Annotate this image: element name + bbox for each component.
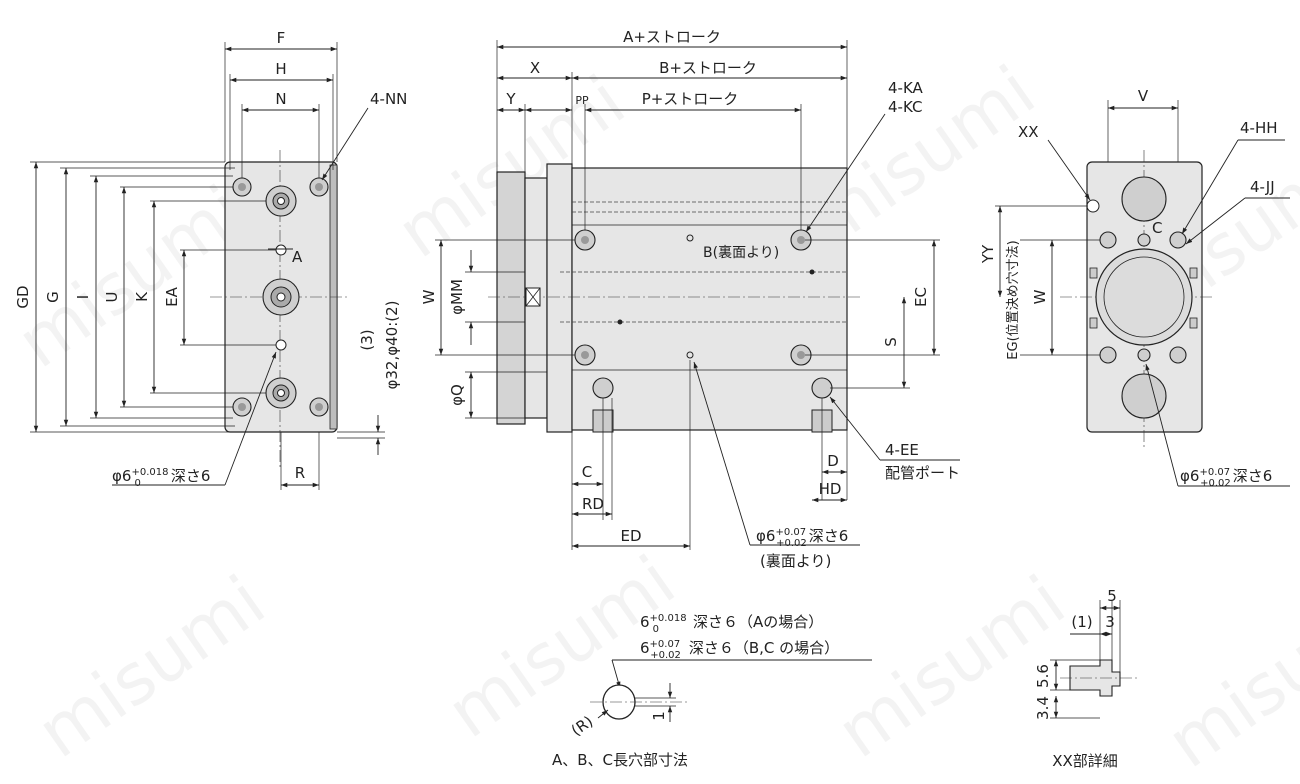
- label-XX: XX: [1018, 123, 1039, 141]
- rear-hole-1: [1099, 231, 1117, 249]
- xx-dim-3-4: 3.4: [1034, 696, 1052, 720]
- rear-hole-4: [1169, 346, 1187, 364]
- label-B-back: B(裏面より): [703, 244, 779, 261]
- dim-H: H: [275, 60, 286, 78]
- xx-dim-5-6: 5.6: [1034, 664, 1052, 688]
- dim-P-stroke: P+ストローク: [642, 90, 739, 108]
- rear-top-bore: [1121, 176, 1167, 222]
- xx-dim-3: 3: [1105, 613, 1115, 631]
- slot-dim-1: 1: [650, 711, 668, 721]
- dim-3: (3): [358, 329, 376, 350]
- side-port-2: [811, 377, 833, 399]
- dim-EC: EC: [912, 287, 930, 307]
- side-plate: [496, 171, 526, 425]
- svg-text:misumi: misumi: [23, 560, 280, 774]
- dim-HD: HD: [819, 480, 842, 498]
- dim-U: U: [103, 292, 121, 303]
- label-4HH: 4-HH: [1240, 119, 1278, 137]
- dim-B-stroke: B+ストローク: [659, 59, 757, 77]
- dim-W: W: [420, 289, 438, 304]
- dim-phi-note: φ32,φ40:(2): [383, 300, 401, 389]
- rear-bottom-bore: [1121, 373, 1167, 419]
- label-4JJ: 4-JJ: [1250, 178, 1275, 196]
- svg-text:misumi: misumi: [3, 170, 260, 384]
- dim-phi-MM: φMM: [448, 279, 466, 315]
- slot-caption: A、B、C長穴部寸法: [552, 751, 688, 769]
- dim-EA: EA: [163, 286, 181, 306]
- rear-piston: [1095, 248, 1193, 346]
- dim-EG: EG(位置決め穴寸法): [1006, 240, 1021, 359]
- dim-4NN: 4-NN: [370, 90, 407, 108]
- dim-F: F: [277, 29, 286, 47]
- dim-G: G: [44, 291, 62, 303]
- rear-hole-3: [1099, 346, 1117, 364]
- xx-detail: 5 (1) 3 5.6 3.4 XX部詳細: [1034, 587, 1140, 770]
- dim-ED: ED: [620, 527, 641, 545]
- dim-4KA: 4-KA: [888, 79, 924, 97]
- side-body: [571, 167, 848, 431]
- dim-K: K: [133, 291, 151, 302]
- label-port: 配管ポート: [885, 464, 960, 482]
- rear-hole-2: [1169, 231, 1187, 249]
- label-A: A: [292, 248, 303, 266]
- dim-X: X: [530, 59, 540, 77]
- dim-4KC: 4-KC: [888, 98, 922, 116]
- rear-pin-c2: [1137, 348, 1151, 362]
- side-hole-note-sub: (裏面より): [760, 552, 831, 570]
- dim-PP: PP: [575, 94, 589, 107]
- xx-caption: XX部詳細: [1052, 752, 1118, 770]
- slot-a: [275, 244, 287, 256]
- dim-C: C: [582, 463, 592, 481]
- slot-R: (R): [568, 712, 596, 739]
- dim-YY: YY: [979, 244, 997, 264]
- label-C-rear: C: [1152, 219, 1162, 237]
- slot-a-2: [275, 339, 287, 351]
- dim-phi-Q: φQ: [448, 384, 466, 406]
- dim-N: N: [275, 90, 286, 108]
- dim-GD: GD: [14, 285, 32, 308]
- xx-dim-5: 5: [1107, 587, 1117, 605]
- dim-S: S: [882, 337, 900, 347]
- dim-D: D: [827, 452, 839, 470]
- dim-I: I: [74, 295, 92, 299]
- rear-xx-point: [1086, 199, 1100, 213]
- rear-view: V XX 4-HH 4-JJ C YY W EG(位置決め穴寸法) φ6+0.0…: [979, 87, 1290, 489]
- rear-pin-c: [1137, 233, 1151, 247]
- dim-RD: RD: [582, 495, 604, 513]
- side-view: A+ストローク X B+ストローク Y PP P+ストローク 4-KA 4-KC…: [420, 28, 960, 570]
- svg-text:misumi: misumi: [1153, 570, 1300, 784]
- dim-Y: Y: [505, 90, 516, 108]
- dim-W-rear: W: [1031, 289, 1049, 304]
- label-4EE: 4-EE: [885, 441, 919, 459]
- side-guide: [546, 163, 573, 433]
- dim-V: V: [1138, 87, 1149, 105]
- dim-A-stroke: A+ストローク: [623, 28, 721, 46]
- xx-dim-1: (1): [1071, 613, 1092, 631]
- side-port-1: [592, 377, 614, 399]
- dim-R: R: [295, 464, 305, 482]
- front-view: F H N 4-NN GD G I U K EA A: [14, 29, 407, 490]
